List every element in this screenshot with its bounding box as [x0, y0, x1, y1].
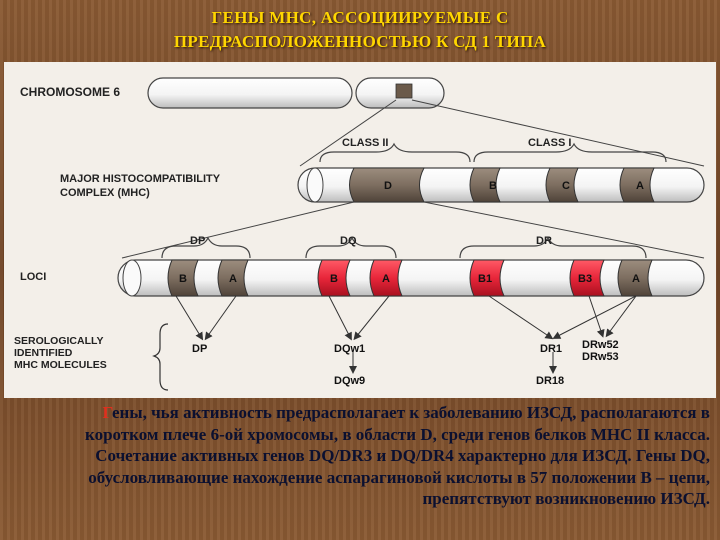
title-line-2: ПРЕДРАСПОЛОЖЕННОСТЬЮ К СД 1 ТИПА — [173, 32, 547, 51]
title-line-1: ГЕНЫ МНС, АССОЦИИРУЕМЫЕ С — [211, 8, 509, 27]
loci-group-dr: DR — [536, 235, 552, 247]
locus-dp-b: B — [179, 273, 187, 285]
mhc-segment-a: A — [636, 180, 644, 192]
serologic-label-line2: IDENTIFIED — [14, 347, 73, 359]
chromosome-6-icon — [147, 77, 445, 109]
expand-line-left — [121, 201, 355, 259]
mhc-segment-b: B — [489, 180, 497, 192]
zoom-line-right — [411, 99, 705, 167]
molecule-dp: DP — [192, 343, 207, 355]
mhc-diagram: CHROMOSOME 6 CLASS II CLASS I MAJOR HIST… — [4, 62, 716, 398]
molecule-dqw9: DQw9 — [334, 375, 365, 387]
dp-bracket — [161, 236, 251, 259]
brace-icon — [152, 323, 169, 391]
molecule-dqw1: DQw1 — [334, 343, 365, 355]
locus-dr-a: A — [632, 273, 640, 285]
zoom-line-left — [299, 99, 397, 167]
slide-title: ГЕНЫ МНС, АССОЦИИРУЕМЫЕ С ПРЕДРАСПОЛОЖЕН… — [0, 6, 720, 54]
mhc-tube-icon — [297, 167, 705, 203]
chromosome-label: CHROMOSOME 6 — [20, 85, 120, 99]
description-first-letter: Г — [102, 403, 112, 422]
loci-group-dp: DP — [190, 235, 205, 247]
arrows-group — [175, 295, 637, 374]
description-text: ены, чья активность предрасполагает к за… — [85, 403, 710, 508]
class-i-label: CLASS I — [528, 137, 571, 149]
molecule-drw53: DRw53 — [582, 351, 619, 363]
locus-dq-b: B — [330, 273, 338, 285]
dq-bracket — [305, 236, 397, 259]
class-ii-bracket — [319, 142, 471, 163]
mhc-label-line2: COMPLEX (MHC) — [60, 187, 150, 199]
mhc-segment-c: C — [562, 180, 570, 192]
molecule-dr18: DR18 — [536, 375, 564, 387]
molecule-drw52: DRw52 — [582, 339, 619, 351]
description-paragraph: Гены, чья активность предрасполагает к з… — [26, 402, 710, 510]
expand-line-right — [423, 201, 705, 259]
dr-bracket — [459, 236, 647, 259]
mhc-diagram-svg: CHROMOSOME 6 CLASS II CLASS I MAJOR HIST… — [14, 77, 705, 391]
serologic-label-line3: MHC MOLECULES — [14, 359, 107, 371]
class-ii-label: CLASS II — [342, 137, 388, 149]
loci-tube-icon — [117, 259, 705, 297]
locus-dp-a: A — [229, 273, 237, 285]
locus-dr-b1: B1 — [478, 273, 492, 285]
molecule-dr1: DR1 — [540, 343, 562, 355]
class-i-bracket — [473, 142, 667, 163]
mhc-label-line1: MAJOR HISTOCOMPATIBILITY — [60, 173, 221, 185]
loci-group-dq: DQ — [340, 235, 357, 247]
serologic-label-line1: SEROLOGICALLY — [14, 335, 103, 347]
locus-dr-b3: B3 — [578, 273, 592, 285]
locus-dq-a: A — [382, 273, 390, 285]
mhc-segment-d: D — [384, 180, 392, 192]
loci-label: LOCI — [20, 271, 46, 283]
